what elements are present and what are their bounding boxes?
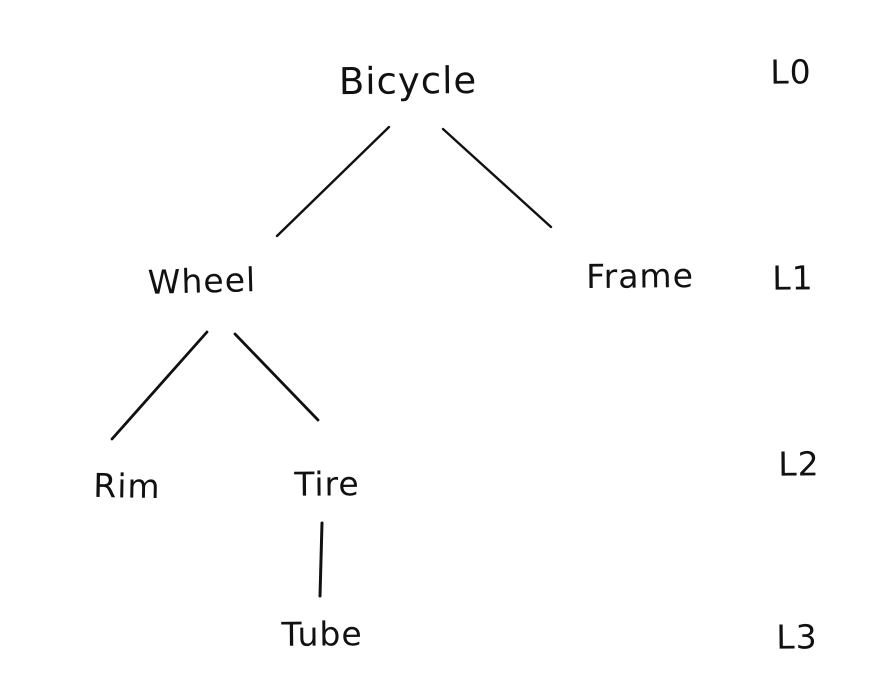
node-bicycle: Bicycle (338, 58, 478, 104)
level-label-l1: L1 (772, 258, 814, 298)
node-tire: Tire (294, 464, 360, 504)
edge-bicycle-frame (441, 127, 553, 229)
edge-bicycle-wheel (275, 125, 391, 238)
node-frame: Frame (585, 256, 695, 296)
level-label-l3: L3 (776, 617, 818, 657)
level-label-l0: L0 (770, 52, 812, 92)
edge-wheel-tire (233, 332, 320, 422)
node-wheel: Wheel (147, 260, 257, 302)
edge-tire-tube (318, 521, 324, 598)
node-rim: Rim (93, 465, 161, 507)
level-label-l2: L2 (778, 444, 820, 484)
node-tube: Tube (281, 614, 363, 654)
edge-wheel-rim (110, 330, 209, 441)
